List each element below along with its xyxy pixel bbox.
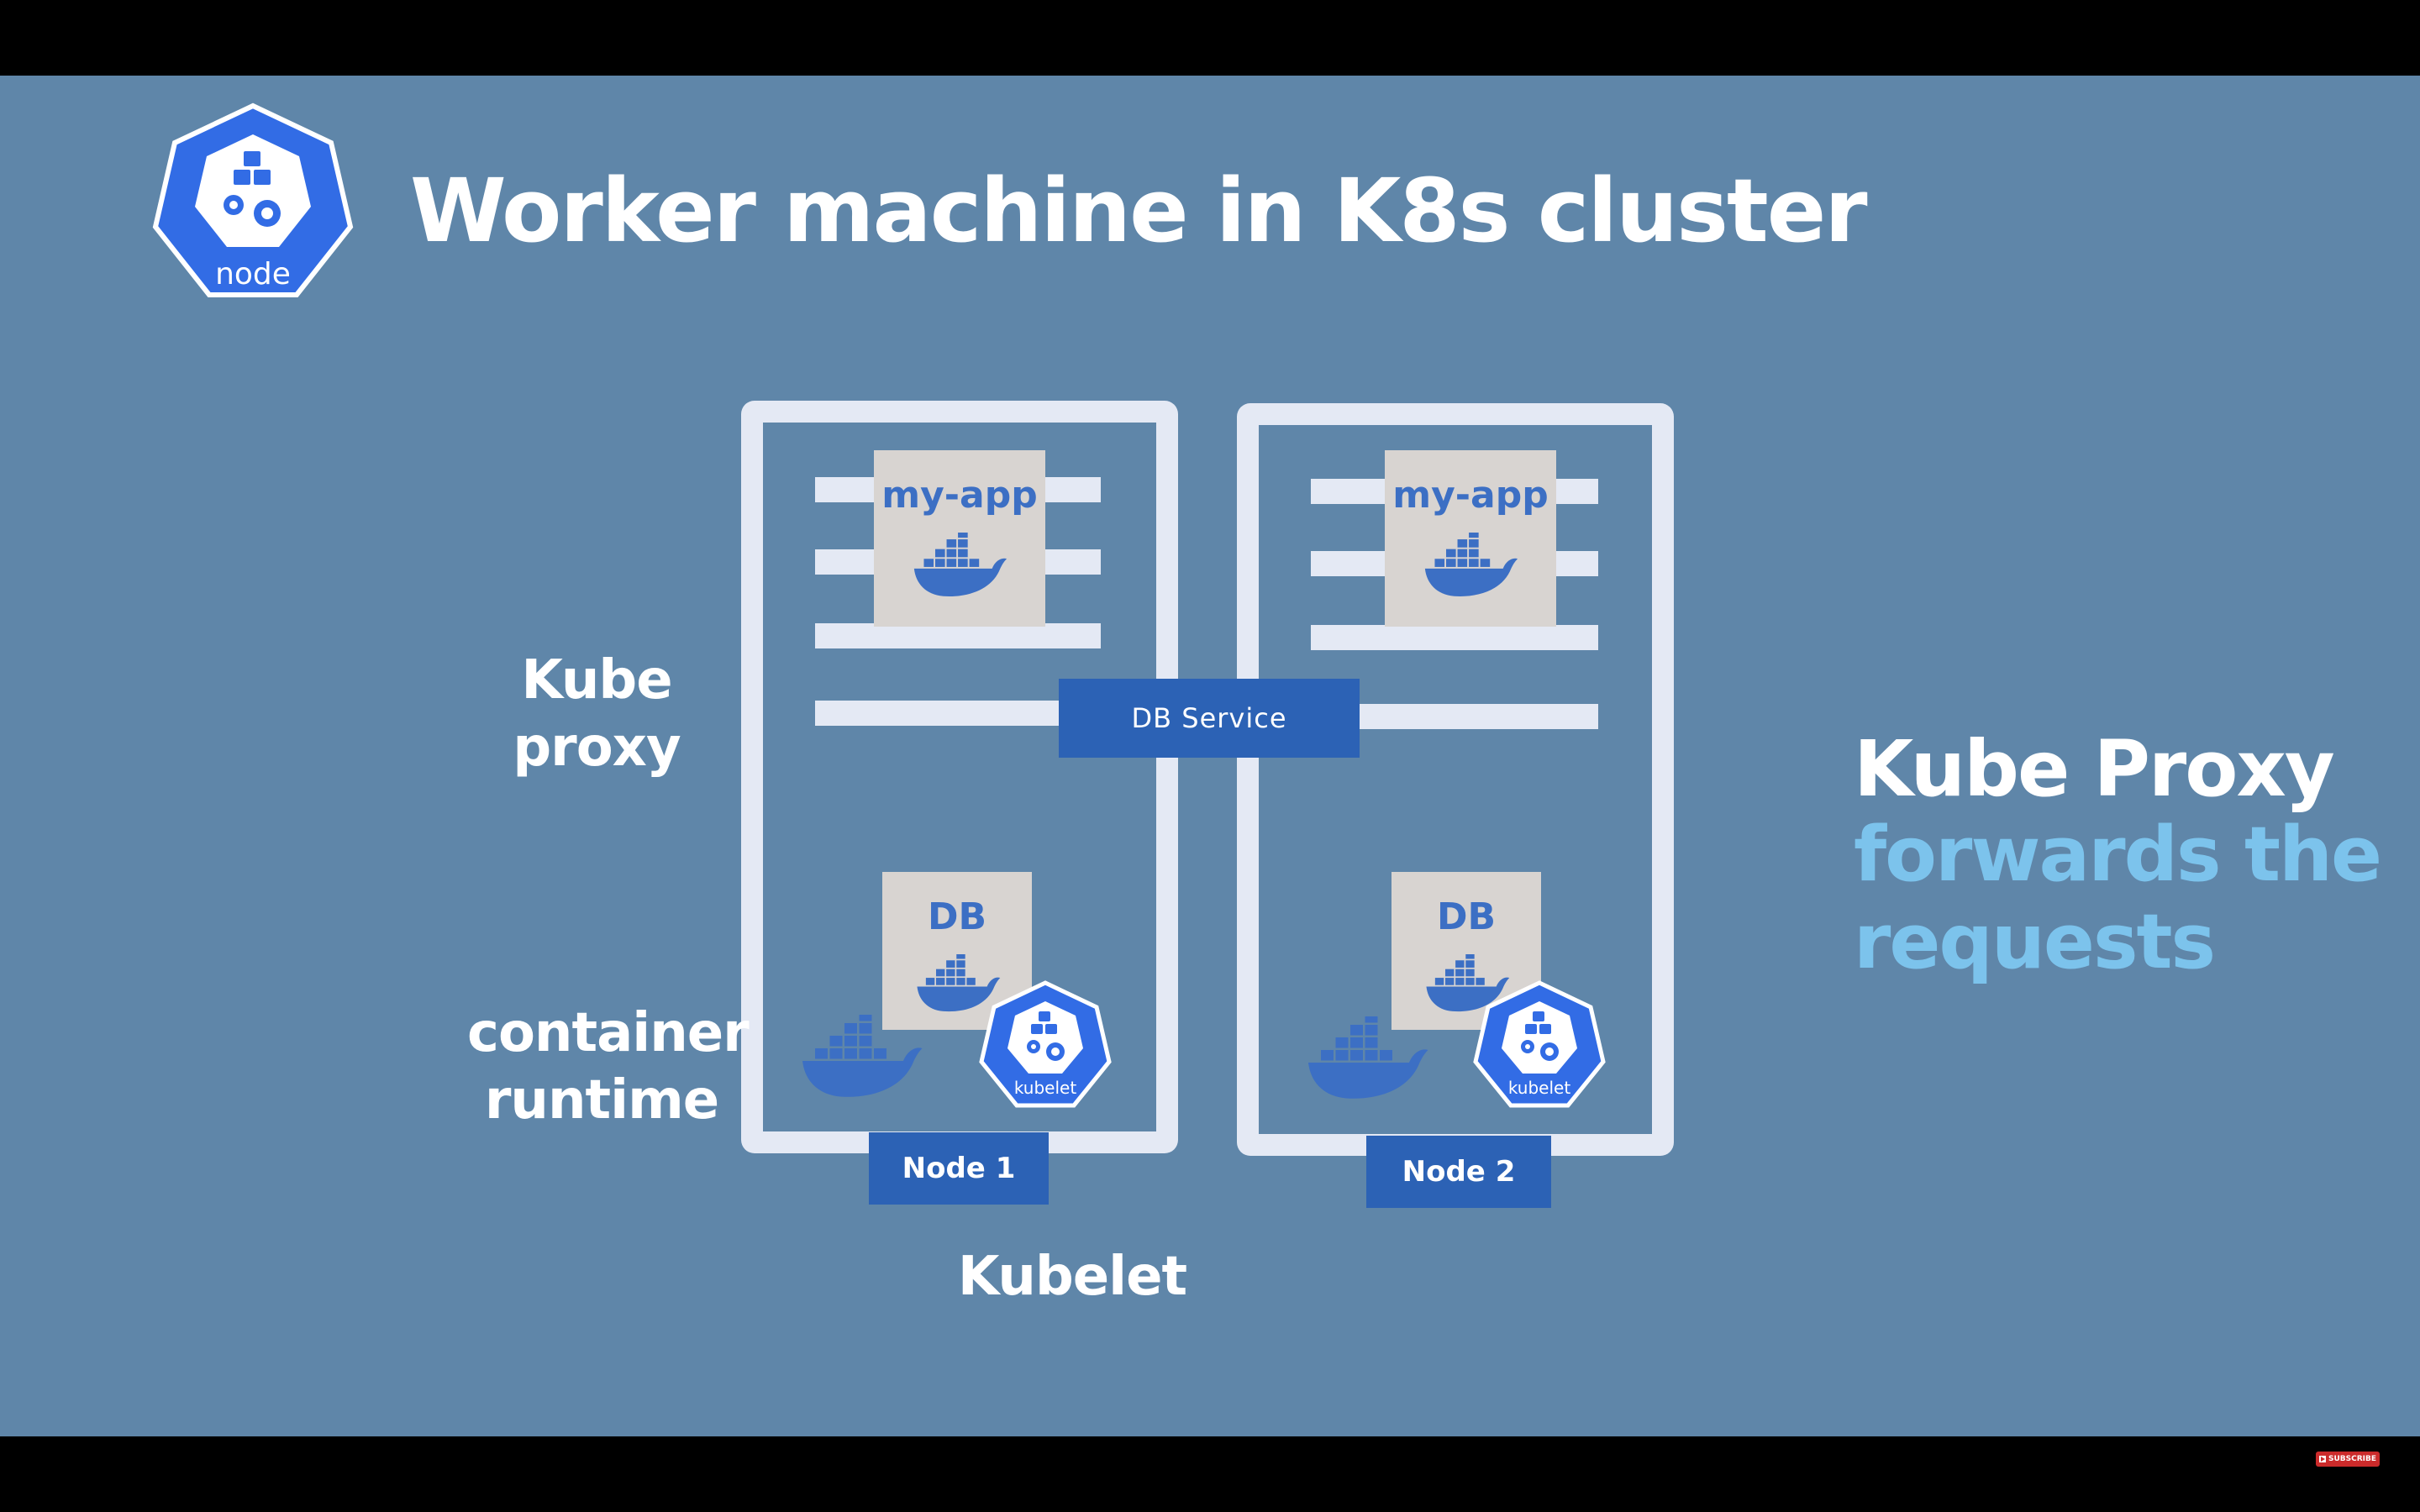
player-bottom-bar: SUBSCRIBE: [0, 1436, 2420, 1512]
node-logo-icon: node: [152, 102, 354, 297]
container-runtime-label: container runtime: [467, 1000, 750, 1134]
my-app-label: my-app: [1392, 474, 1549, 517]
docker-whale-icon: [1426, 954, 1510, 1012]
db-service-box: DB Service: [1059, 679, 1360, 758]
my-app-container-2: my-app: [1385, 450, 1556, 627]
subscribe-button[interactable]: SUBSCRIBE: [2316, 1452, 2380, 1467]
node-1-stripe: [815, 623, 1101, 648]
node-1-stripe: [815, 701, 1067, 726]
node-1-label: Node 1: [869, 1132, 1049, 1205]
docker-whale-icon: [913, 533, 1007, 596]
youtube-play-icon: [2318, 1456, 2326, 1462]
kube-proxy-description-line-2: requests: [1854, 898, 2216, 986]
video-frame: node Worker machine in K8s cluster my-ap…: [0, 76, 2420, 1436]
kube-proxy-line-1: Kube: [521, 649, 672, 711]
kube-proxy-description-line-1: forwards the: [1854, 811, 2382, 899]
kube-proxy-description: forwards the requests: [1854, 811, 2391, 986]
docker-whale-icon: [1424, 533, 1518, 596]
node-2-stripe: [1311, 625, 1598, 650]
node-2-stripe: [1353, 704, 1598, 729]
slide-title: Worker machine in K8s cluster: [410, 160, 1868, 262]
my-app-label: my-app: [881, 474, 1038, 517]
node-1-box: [741, 401, 1178, 1153]
db-label: DB: [1436, 895, 1497, 938]
subscribe-label: SUBSCRIBE: [2328, 1455, 2377, 1463]
node-2-box: [1237, 403, 1674, 1156]
my-app-container-1: my-app: [874, 450, 1045, 627]
container-runtime-line-1: container: [467, 1002, 750, 1064]
kubelet-label: Kubelet: [957, 1246, 1187, 1308]
kubelet-logo-label: kubelet: [1014, 1078, 1077, 1098]
docker-whale-icon: [802, 1015, 923, 1097]
node-2-label: Node 2: [1366, 1136, 1551, 1208]
kube-proxy-title: Kube Proxy: [1854, 724, 2335, 814]
kube-proxy-label: Kube proxy: [487, 647, 706, 781]
db-label: DB: [927, 895, 987, 938]
kubelet-logo-icon: kubelet: [1473, 980, 1606, 1108]
docker-whale-icon: [1308, 1016, 1428, 1099]
kube-proxy-line-2: proxy: [513, 717, 681, 779]
kubelet-logo-label: kubelet: [1508, 1078, 1571, 1098]
container-runtime-line-2: runtime: [484, 1069, 719, 1131]
docker-whale-icon: [917, 954, 1001, 1012]
node-logo-label: node: [215, 257, 291, 291]
kubelet-logo-icon: kubelet: [979, 980, 1112, 1108]
